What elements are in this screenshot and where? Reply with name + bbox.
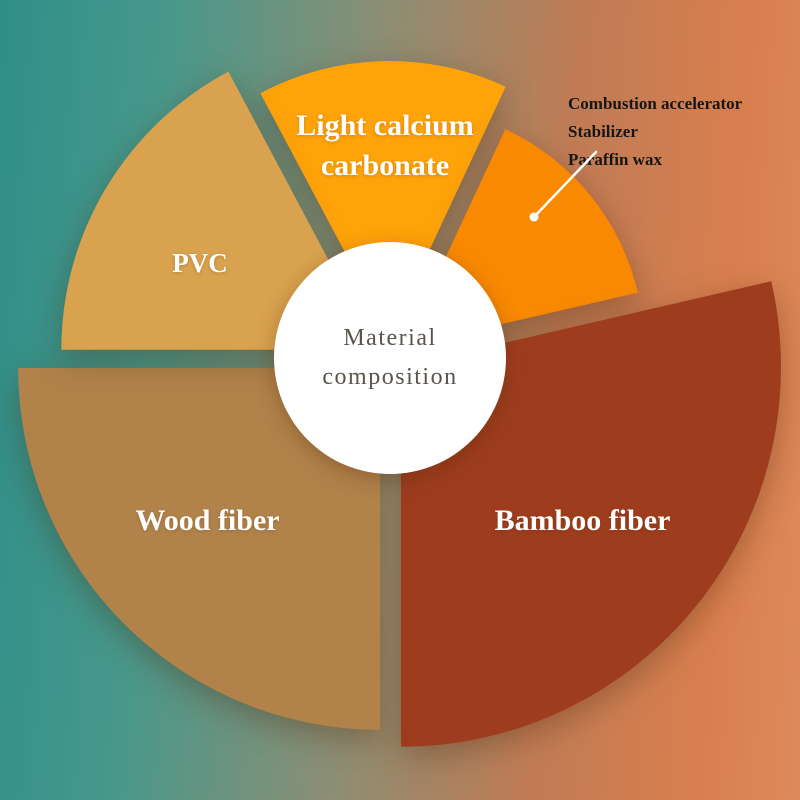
- pie-slice-light-calcium-carbonate: [260, 61, 506, 337]
- annotation-line-1: Combustion accelerator: [568, 94, 743, 113]
- chart-title-line-2: composition: [322, 364, 458, 390]
- annotation-line-2: Stabilizer: [568, 122, 638, 141]
- chart-center-circle: Material composition: [274, 242, 506, 474]
- pie-slice-wood-fiber: [18, 367, 381, 730]
- pie-slice-pvc: [61, 71, 377, 350]
- label-pvc: PVC: [172, 248, 228, 278]
- label-bamboo-fiber: Bamboo fiber: [494, 504, 671, 537]
- label-wood-fiber: Wood fiber: [135, 504, 280, 537]
- label-light-calcium-carbonate: Light calcium carbonate: [296, 109, 474, 182]
- additives-annotation: Combustion accelerator Stabilizer Paraff…: [568, 90, 742, 174]
- chart-title-line-1: Material: [343, 325, 437, 351]
- annotation-line-3: Paraffin wax: [568, 150, 662, 169]
